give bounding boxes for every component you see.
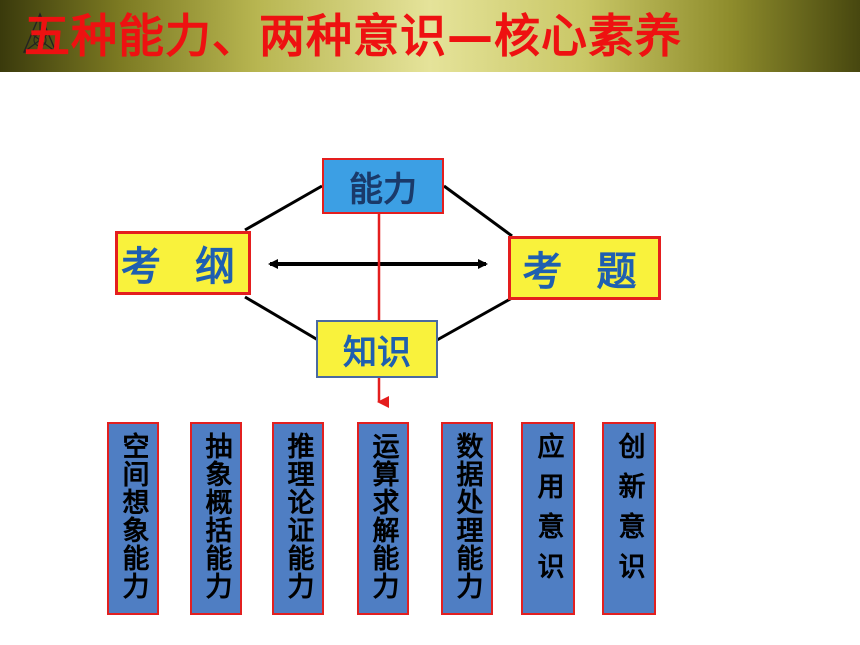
item-label: 空间想象能力 xyxy=(117,432,149,600)
item-column: 抽象概括能力 xyxy=(190,422,242,615)
geometry-figure-icon xyxy=(22,12,58,53)
line-outline-ability xyxy=(244,184,323,232)
item-column: 数据处理能力 xyxy=(441,422,493,615)
item-column: 空间想象能力 xyxy=(107,422,159,615)
item-label: 数据处理能力 xyxy=(451,432,483,600)
item-label: 创新意识 xyxy=(613,432,645,592)
node-exam-questions: 考 题 xyxy=(508,236,661,300)
page-title: 五种能力、两种意识—核心素养 xyxy=(24,9,682,63)
line-knowledge-questions xyxy=(436,296,513,342)
item-label: 应用意识 xyxy=(532,432,564,592)
item-column: 创新意识 xyxy=(602,422,656,615)
item-label: 抽象概括能力 xyxy=(200,432,232,600)
item-column: 推理论证能力 xyxy=(272,422,324,615)
item-label: 推理论证能力 xyxy=(282,432,314,600)
title-bar xyxy=(0,0,860,72)
node-exam-outline: 考 纲 xyxy=(115,231,251,295)
node-ability: 能力 xyxy=(322,158,444,214)
item-column: 应用意识 xyxy=(521,422,575,615)
item-column: 运算求解能力 xyxy=(357,422,409,615)
node-knowledge: 知识 xyxy=(316,320,438,378)
line-ability-questions xyxy=(443,184,513,238)
line-outline-knowledge xyxy=(244,295,319,342)
item-label: 运算求解能力 xyxy=(367,432,399,600)
